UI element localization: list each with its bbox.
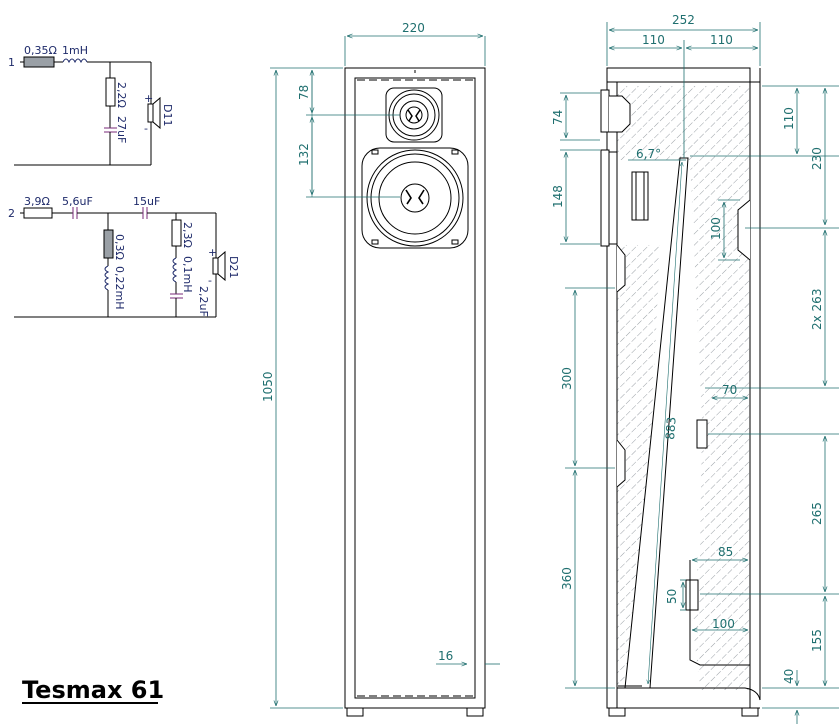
resistor-shunt [105,77,116,107]
tweeter-l-series: 1mH [62,44,88,57]
woofer-r-shunt2: 2,3Ω [181,222,194,248]
side-half-b-dim: 110 [710,33,733,47]
side-woofer-cut-dim: 148 [551,185,565,208]
tweeter-input-label: 1 [8,56,15,69]
side-depth-dim: 252 [672,13,695,27]
side-right-bottom-dim: 155 [810,629,824,652]
front-woofer [361,147,469,249]
side-brace-pitch-dim: 2x 263 [810,289,824,330]
side-foot-dim: 40 [782,669,796,684]
side-port-h-dim: 50 [665,589,679,604]
woofer-minus: - [208,274,212,287]
front-panel-dim: 16 [438,649,453,663]
side-half-a-dim: 110 [642,33,665,47]
woofer-input-label: 2 [8,207,15,220]
woofer-r-series: 3,9Ω [24,195,50,208]
resistor-series [23,56,55,68]
side-port-w-dim: 85 [718,545,733,559]
side-port-d-dim: 100 [712,617,735,631]
front-height-dim: 1050 [261,371,275,402]
tweeter-driver-label: D11 [161,104,174,126]
tweeter-c-shunt: 27uF [115,116,128,143]
side-right-top-dim: 110 [782,107,796,130]
crossover-woofer [14,207,226,318]
side-right-upper-dim: 230 [810,147,824,170]
woofer-c-shunt2: 2,2uF [197,286,210,317]
woofer-c2: 15uF [133,195,160,208]
woofer-c1: 5,6uF [62,195,93,208]
woofer-l-shunt2: 0,1mH [181,256,194,292]
side-left-bottom-dim: 360 [560,567,574,590]
front-tweeter-dim: 78 [297,85,311,100]
side-line-length-dim: 883 [663,416,679,440]
tweeter-plus: + [144,92,153,105]
side-left-mid-dim: 300 [560,367,574,390]
inductor-series [62,58,88,64]
front-woofer-dim: 132 [297,143,311,166]
tweeter-minus: - [144,122,148,135]
tweeter-r-shunt: 2,2Ω [115,82,128,108]
woofer-plus: + [208,246,217,259]
side-brace-a-dim: 100 [709,217,723,240]
side-tweeter-cut-dim: 74 [551,110,565,125]
front-width-dim: 220 [402,21,425,35]
side-right-mid-dim: 265 [810,502,824,525]
side-brace-b-dim: 70 [722,383,737,397]
crossover-tweeter [14,56,161,166]
woofer-r-shunt1: 0,3Ω [113,234,126,260]
drawing-title: Tesmax 61 [22,676,164,704]
side-angle-dim: 6,7° [636,147,661,161]
woofer-driver-label: D21 [227,256,240,278]
woofer-l-shunt1: 0,22mH [113,266,126,309]
front-view [344,67,486,717]
tweeter-r-series: 0,35Ω [24,44,57,57]
